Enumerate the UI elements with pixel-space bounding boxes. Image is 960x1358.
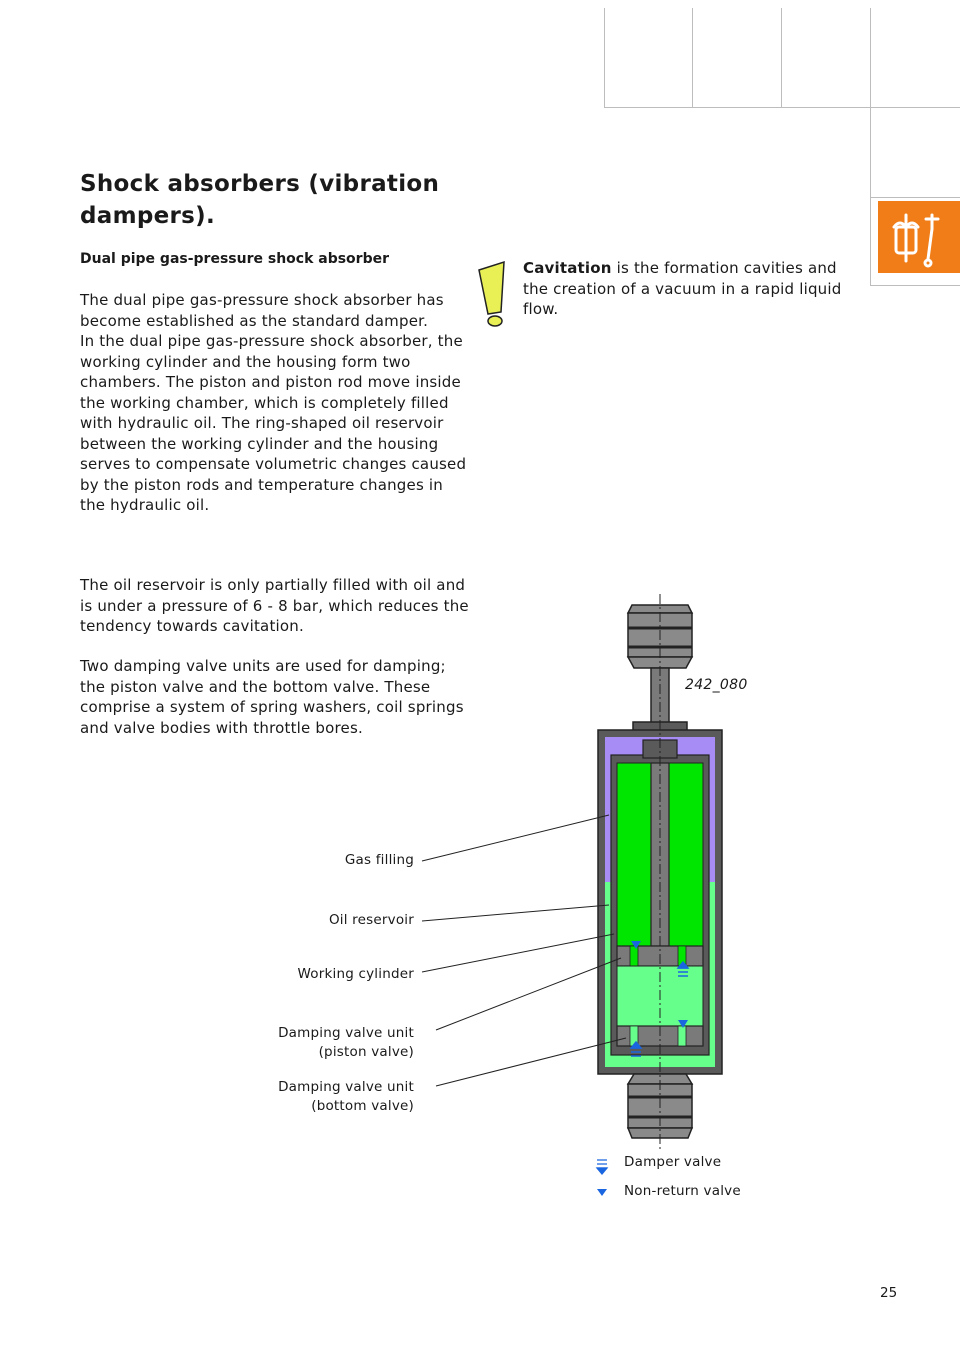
non-return-valve-icon bbox=[597, 1189, 607, 1196]
damper-valve-icon bbox=[595, 1159, 609, 1176]
label-line: (bottom valve) bbox=[311, 1098, 414, 1114]
label-working-cylinder: Working cylinder bbox=[297, 966, 414, 982]
frame-line bbox=[604, 8, 605, 108]
page-title: Shock absorbers (vibration dampers). bbox=[80, 171, 440, 229]
page-number: 25 bbox=[880, 1285, 898, 1301]
housing bbox=[597, 729, 723, 1075]
top-mount bbox=[626, 604, 694, 669]
body-paragraph: Two damping valve units are used for dam… bbox=[80, 657, 464, 737]
note-text: is the formation cavities and the creati… bbox=[523, 259, 842, 318]
label-line: Damping valve unit bbox=[278, 1025, 414, 1041]
leader-lines bbox=[421, 814, 627, 1087]
note-term: Cavitation bbox=[523, 259, 612, 277]
section-subtitle: Dual pipe gas-pressure shock absorber bbox=[80, 251, 390, 267]
frame-line bbox=[870, 107, 960, 108]
frame-line bbox=[870, 285, 960, 286]
body-paragraph: The dual pipe gas-pressure shock absorbe… bbox=[80, 291, 467, 514]
label-gas-filling: Gas filling bbox=[344, 852, 414, 868]
legend-non-return-valve: Non-return valve bbox=[624, 1183, 741, 1199]
frame-line bbox=[604, 107, 871, 108]
gas-filling bbox=[605, 737, 715, 882]
frame-line bbox=[870, 8, 871, 286]
frame-line bbox=[781, 8, 782, 108]
oil-reservoir bbox=[605, 882, 715, 1067]
cavitation-note: Cavitation is the formation cavities and… bbox=[523, 258, 863, 320]
label-bottom-valve: Damping valve unit (bottom valve) bbox=[278, 1078, 414, 1116]
top-cap bbox=[632, 721, 688, 745]
body-paragraph: The oil reservoir is only partially fill… bbox=[80, 576, 469, 635]
piston-rod bbox=[650, 667, 670, 949]
bottom-mount bbox=[626, 1073, 694, 1139]
bottom-valve bbox=[616, 1025, 704, 1047]
label-line: (piston valve) bbox=[318, 1044, 414, 1060]
label-line: Damping valve unit bbox=[278, 1079, 414, 1095]
chapter-logo bbox=[878, 201, 960, 273]
label-piston-valve: Damping valve unit (piston valve) bbox=[278, 1024, 414, 1062]
label-oil-reservoir: Oil reservoir bbox=[328, 912, 414, 928]
frame-line bbox=[692, 8, 693, 108]
legend-damper-valve: Damper valve bbox=[624, 1154, 722, 1170]
frame-line bbox=[870, 197, 960, 198]
working-cylinder bbox=[610, 754, 710, 1056]
piston bbox=[616, 945, 704, 967]
suspension-icon bbox=[892, 213, 940, 268]
exclamation-icon bbox=[478, 260, 505, 327]
figure-id: 242_080 bbox=[685, 677, 748, 693]
